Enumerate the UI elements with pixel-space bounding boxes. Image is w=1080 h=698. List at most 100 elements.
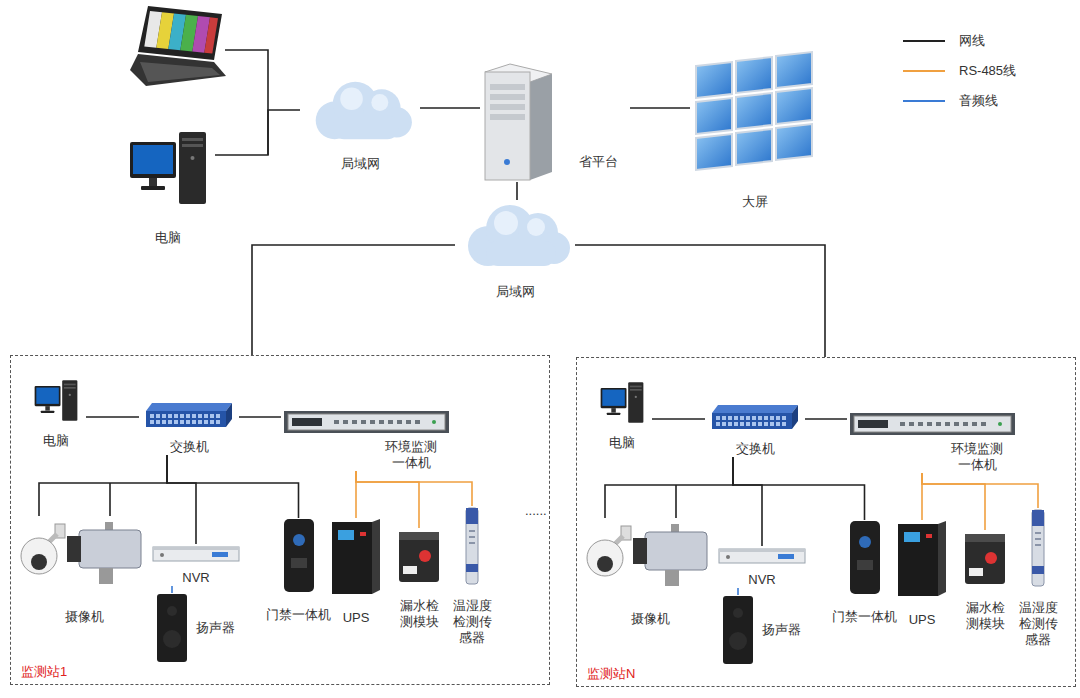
computer-node: 电脑: [26, 378, 86, 449]
legend: 网线 RS-485线音频线: [903, 26, 1016, 116]
connector-line: [737, 588, 739, 595]
connector-line: [215, 110, 300, 155]
env-monitor-node: 环境监测 一体机: [281, 411, 451, 471]
desktop-icon: [128, 128, 208, 208]
desktop-icon: [597, 380, 647, 425]
legend-label: 音频线: [959, 92, 998, 110]
ups-node: UPS: [326, 518, 386, 626]
node-label: 电脑: [43, 433, 69, 449]
connector-line: [239, 416, 281, 418]
node-label: NVR: [182, 570, 209, 586]
ups-node: UPS: [892, 520, 952, 628]
laptop-illustration: [130, 6, 226, 86]
video-wall: 大屏: [690, 48, 820, 210]
connector-line: [922, 473, 985, 530]
node-label: 局域网: [341, 156, 380, 172]
screen-icon: [690, 48, 820, 178]
switch-node: 交换机: [705, 403, 805, 457]
speaker-node: 扬声器: [156, 593, 246, 663]
legend-line-sample: [903, 68, 945, 74]
connector-line: [630, 107, 690, 109]
ellipsis-label: ......: [525, 503, 547, 518]
computer-node: 电脑: [592, 380, 652, 451]
node-label: 省平台: [579, 154, 618, 182]
legend-label: 网线: [959, 32, 985, 50]
legend-label: RS-485线: [959, 62, 1016, 80]
server-icon: [480, 62, 555, 182]
node-label: 漏水检 测模块: [397, 598, 441, 630]
connector-line: [252, 245, 455, 355]
cams-icon: [17, 516, 152, 591]
speaker-icon: [722, 595, 754, 665]
humidity-sensor-node: 温湿度 检测传 感器: [443, 506, 501, 646]
legend-line-sample: [903, 38, 945, 44]
door-icon: [283, 518, 315, 593]
access-control-node: 门禁一体机: [822, 520, 907, 625]
nvr-icon: [718, 546, 806, 566]
leak-icon: [397, 528, 441, 586]
camera-node: 摄像机: [580, 518, 720, 627]
switch-node: 交换机: [139, 401, 239, 455]
door-icon: [849, 520, 881, 595]
legend-row: 音频线: [903, 86, 1016, 116]
connector-line: [922, 473, 1038, 508]
node-label: 扬声器: [762, 622, 801, 638]
nvr-node: NVR: [151, 544, 241, 586]
switch-icon: [710, 403, 800, 433]
station-group: 监测站1 电脑 交换机环境监测 一体机摄像机 NVR 扬声器 门禁一体机UPS 漏水检 测模…: [10, 355, 550, 685]
node-label: UPS: [343, 610, 370, 626]
connector-line: [420, 107, 480, 109]
legend-line-sample: [903, 98, 945, 104]
cams-icon: [583, 518, 718, 593]
legend-row: 网线: [903, 26, 1016, 56]
node-label: 环境监测 一体机: [947, 441, 1007, 473]
node-label: 扬声器: [196, 620, 235, 636]
leak-icon: [963, 530, 1007, 588]
temp-icon: [1026, 508, 1050, 588]
lan-cloud: 局域网: [300, 78, 420, 172]
node-label: 电脑: [155, 230, 181, 246]
nvr-icon: [152, 544, 240, 564]
station-label: 监测站N: [587, 666, 635, 682]
rack-icon: [284, 411, 449, 433]
legend-row: RS-485线: [903, 56, 1016, 86]
ups-icon: [330, 518, 382, 596]
cloud-icon: [303, 78, 418, 144]
connector-line: [167, 455, 196, 544]
station-group: 监测站N 电脑交换机环境监测 一体机摄像机 NVR 扬声器 门禁一体机UPS 漏水检 测模…: [576, 357, 1076, 687]
speaker-icon: [156, 593, 188, 663]
node-label: 环境监测 一体机: [381, 439, 441, 471]
connector-line: [167, 455, 299, 518]
connector-line: [171, 586, 173, 593]
node-label: NVR: [748, 572, 775, 588]
node-label: UPS: [909, 612, 936, 628]
connector-line: [39, 455, 167, 516]
node-label: 局域网: [496, 284, 535, 300]
computer-node: 电脑: [120, 128, 215, 246]
connector-line: [356, 471, 419, 528]
connector-line: [86, 416, 139, 418]
connector-line: [733, 457, 865, 520]
connector-line: [575, 245, 825, 357]
leak-sensor-node: 漏水检 测模块: [955, 530, 1015, 632]
temp-icon: [460, 506, 484, 586]
station-label: 监测站1: [21, 664, 67, 680]
lan-cloud: 局域网: [455, 200, 575, 300]
switch-icon: [144, 401, 234, 431]
connector-line: [516, 182, 518, 200]
connector-line: [733, 457, 762, 546]
rack-icon: [850, 413, 1015, 435]
server-node: 省平台: [480, 62, 630, 182]
access-control-node: 门禁一体机: [256, 518, 341, 623]
env-monitor-node: 环境监测 一体机: [847, 413, 1017, 473]
connector-line: [652, 418, 705, 420]
node-label: 漏水检 测模块: [963, 600, 1007, 632]
connector-line: [605, 457, 733, 518]
node-label: 摄像机: [65, 609, 104, 625]
camera-node: 摄像机: [14, 516, 154, 625]
speaker-node: 扬声器: [722, 595, 812, 665]
leak-sensor-node: 漏水检 测模块: [389, 528, 449, 630]
node-label: 温湿度 检测传 感器: [1016, 600, 1060, 648]
node-label: 温湿度 检测传 感器: [450, 598, 494, 646]
